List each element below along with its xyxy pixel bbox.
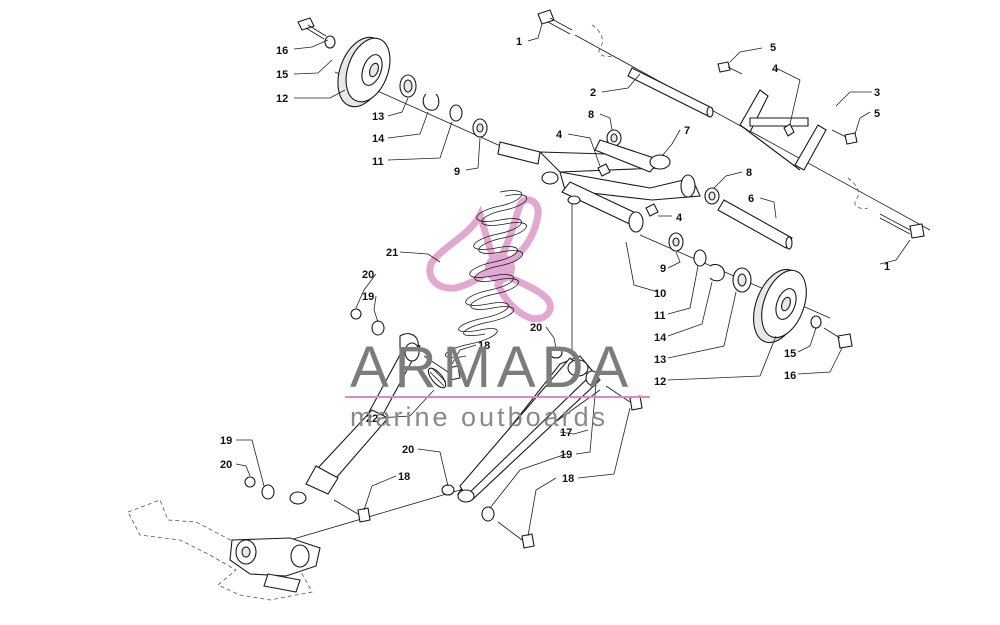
callout-17: 17: [560, 427, 572, 439]
callout-5-right: 5: [874, 108, 880, 120]
callout-8-right: 8: [746, 167, 752, 179]
callout-16-right: 16: [784, 370, 796, 382]
fitting-4-center: [597, 163, 611, 177]
callout-19-shock-top: 19: [362, 291, 374, 303]
rear-arm-7: [497, 139, 701, 233]
washer-15-right: [810, 315, 822, 329]
bolt-16-right: [823, 327, 853, 349]
fitting-4-lower: [645, 203, 659, 217]
fitting-4-right: [783, 123, 795, 137]
lower-link-assembly: [441, 347, 643, 549]
bushing-8-top: [606, 129, 622, 147]
callout-12-top: 12: [276, 93, 288, 105]
spacer-19-link-top: [585, 370, 599, 386]
callout-20-shock-top: 20: [362, 269, 374, 281]
bearing-13-right: [732, 267, 752, 293]
bushing-9-top: [472, 118, 488, 138]
callout-20-link-bottom: 20: [402, 444, 414, 456]
callout-3: 3: [874, 87, 880, 99]
shaft-6: [717, 199, 793, 250]
idler-wheel-left-assembly: [297, 17, 488, 138]
bushing-8-right: [704, 187, 720, 205]
nut-20-shock-bottom: [244, 476, 256, 488]
callout-4-lower: 4: [676, 212, 683, 224]
bolt-18-link-top: [605, 385, 643, 411]
bushing-9-right: [668, 232, 684, 252]
callout-18-shock-top: 18: [478, 340, 490, 352]
callout-10: 10: [654, 288, 666, 300]
callout-11-top: 11: [372, 156, 384, 168]
bolt-18-shock-bottom: [333, 499, 371, 523]
shock-absorber-assembly: [289, 190, 527, 505]
callout-15-top: 15: [276, 69, 288, 81]
bolt-1-right: [879, 213, 925, 239]
callout-labels: 1 1 2 3 4 4 4 5 5 6 7 8 8 9 9 10 11 11 1…: [220, 36, 890, 485]
callout-21: 21: [386, 247, 398, 259]
callout-13-top: 13: [372, 111, 384, 123]
callout-4-arm: 4: [556, 129, 563, 141]
bolt-18-shock-top: [423, 355, 461, 381]
spacer-11-top: [449, 104, 463, 122]
bolt-16-top: [297, 17, 327, 40]
bearing-13-top: [399, 74, 417, 98]
callout-19-shock-bottom: 19: [220, 435, 232, 447]
callout-14-top: 14: [372, 133, 385, 145]
callout-8-top: 8: [588, 109, 594, 121]
rear-arm-assembly: [497, 9, 925, 250]
callout-11-right: 11: [654, 310, 666, 322]
callout-2: 2: [590, 87, 596, 99]
leader-lines: [235, 23, 911, 537]
idler-wheel-12-right: [753, 268, 807, 344]
callout-1-right: 1: [884, 261, 890, 273]
adjuster-22: [427, 367, 447, 389]
spacer-19-shock-top: [371, 320, 385, 336]
callout-22: 22: [366, 413, 378, 425]
callout-9-right: 9: [660, 263, 666, 275]
watermark: ARMADA marine outboards: [345, 335, 650, 432]
watermark-brand: ARMADA: [350, 335, 634, 400]
bolt-5-right: [831, 129, 858, 145]
callout-18-shock-bottom: 18: [398, 471, 410, 483]
idler-wheel-right-assembly: [668, 232, 853, 349]
watermark-propeller-logo: [426, 196, 554, 323]
snap-ring-14-top: [422, 93, 440, 111]
idler-wheel-12-top: [337, 36, 391, 108]
bracket-3: [739, 89, 827, 171]
bolt-5-left: [717, 61, 743, 75]
callout-5-top: 5: [770, 42, 776, 54]
frame-reference-fragment: [127, 499, 321, 601]
nut-20-shock-top: [350, 308, 362, 320]
spacer-19-shock-bottom: [261, 484, 275, 500]
callout-18-link: 18: [562, 473, 574, 485]
watermark-tagline: marine outboards: [350, 402, 608, 432]
shaft-2: [627, 67, 714, 118]
bolt-18-link-bottom: [497, 521, 535, 549]
callout-1-top: 1: [516, 36, 522, 48]
bolt-1-top: [537, 9, 573, 35]
spacer-19-link-bottom: [481, 506, 495, 522]
washer-15-top: [324, 35, 336, 49]
shock-body: [289, 333, 421, 505]
nut-20-link-bottom: [441, 484, 455, 496]
snap-ring-14-right: [709, 263, 725, 282]
assembly-axis-lines: [289, 24, 931, 541]
callout-13-right: 13: [654, 354, 666, 366]
callout-7: 7: [684, 125, 690, 137]
callout-14-right: 14: [654, 332, 667, 344]
callout-6: 6: [748, 193, 754, 205]
callout-16-top: 16: [276, 45, 288, 57]
callout-15-right: 15: [784, 348, 796, 360]
callout-4-bracket: 4: [772, 63, 779, 75]
spacer-11-right: [693, 249, 707, 267]
callout-12-right: 12: [654, 376, 666, 388]
shock-mount-hardware: [244, 308, 461, 523]
spring-21: [445, 190, 527, 358]
callout-20-link-top: 20: [530, 322, 542, 334]
link-17: [457, 355, 601, 503]
callout-20-shock-bottom: 20: [220, 459, 232, 471]
callout-9-top: 9: [454, 166, 460, 178]
callout-19-link: 19: [560, 449, 572, 461]
